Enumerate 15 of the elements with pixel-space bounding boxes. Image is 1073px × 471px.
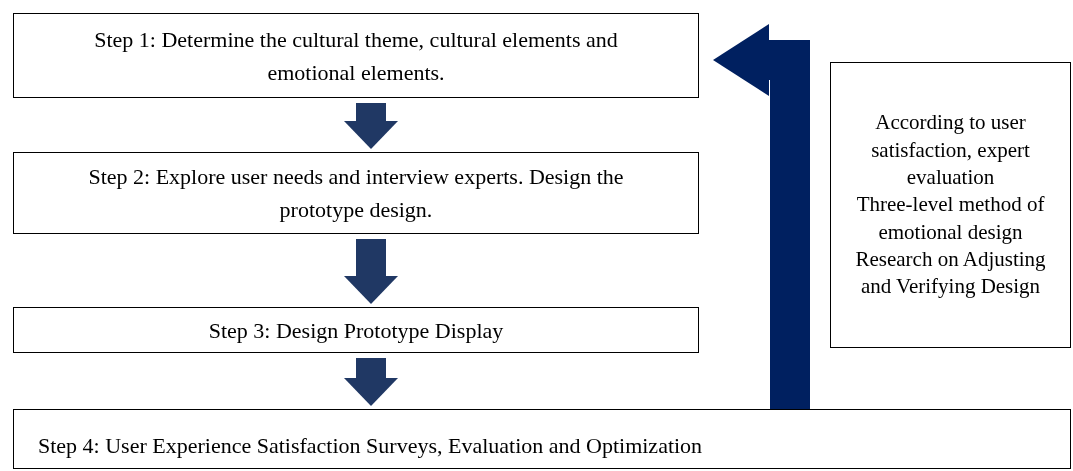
- block-arrow: [344, 358, 398, 406]
- block-arrow: [344, 103, 398, 149]
- step-text: Step 4: User Experience Satisfaction Surveys, Evaluation and Optimization: [38, 431, 703, 460]
- process-box: [13, 307, 699, 353]
- step-text: Step 2: Explore user needs and interview experts. Design the prototype design.: [87, 163, 625, 224]
- step-text: Three-level method of emotional design: [855, 191, 1046, 246]
- block-arrow: [344, 239, 398, 304]
- process-box: [13, 409, 1071, 469]
- step-text: According to user satisfaction, expert evaluation: [870, 109, 1031, 192]
- step-text: Step 1: Determine the cultural theme, cultural elements and emotional elements.: [93, 25, 619, 87]
- step-text: Research on Adjusting and Verifying Design: [854, 245, 1047, 301]
- process-box: [13, 152, 699, 234]
- step-text: Step 3: Design Prototype Display: [208, 316, 504, 345]
- process-box: [13, 13, 699, 98]
- process-box: [830, 62, 1071, 348]
